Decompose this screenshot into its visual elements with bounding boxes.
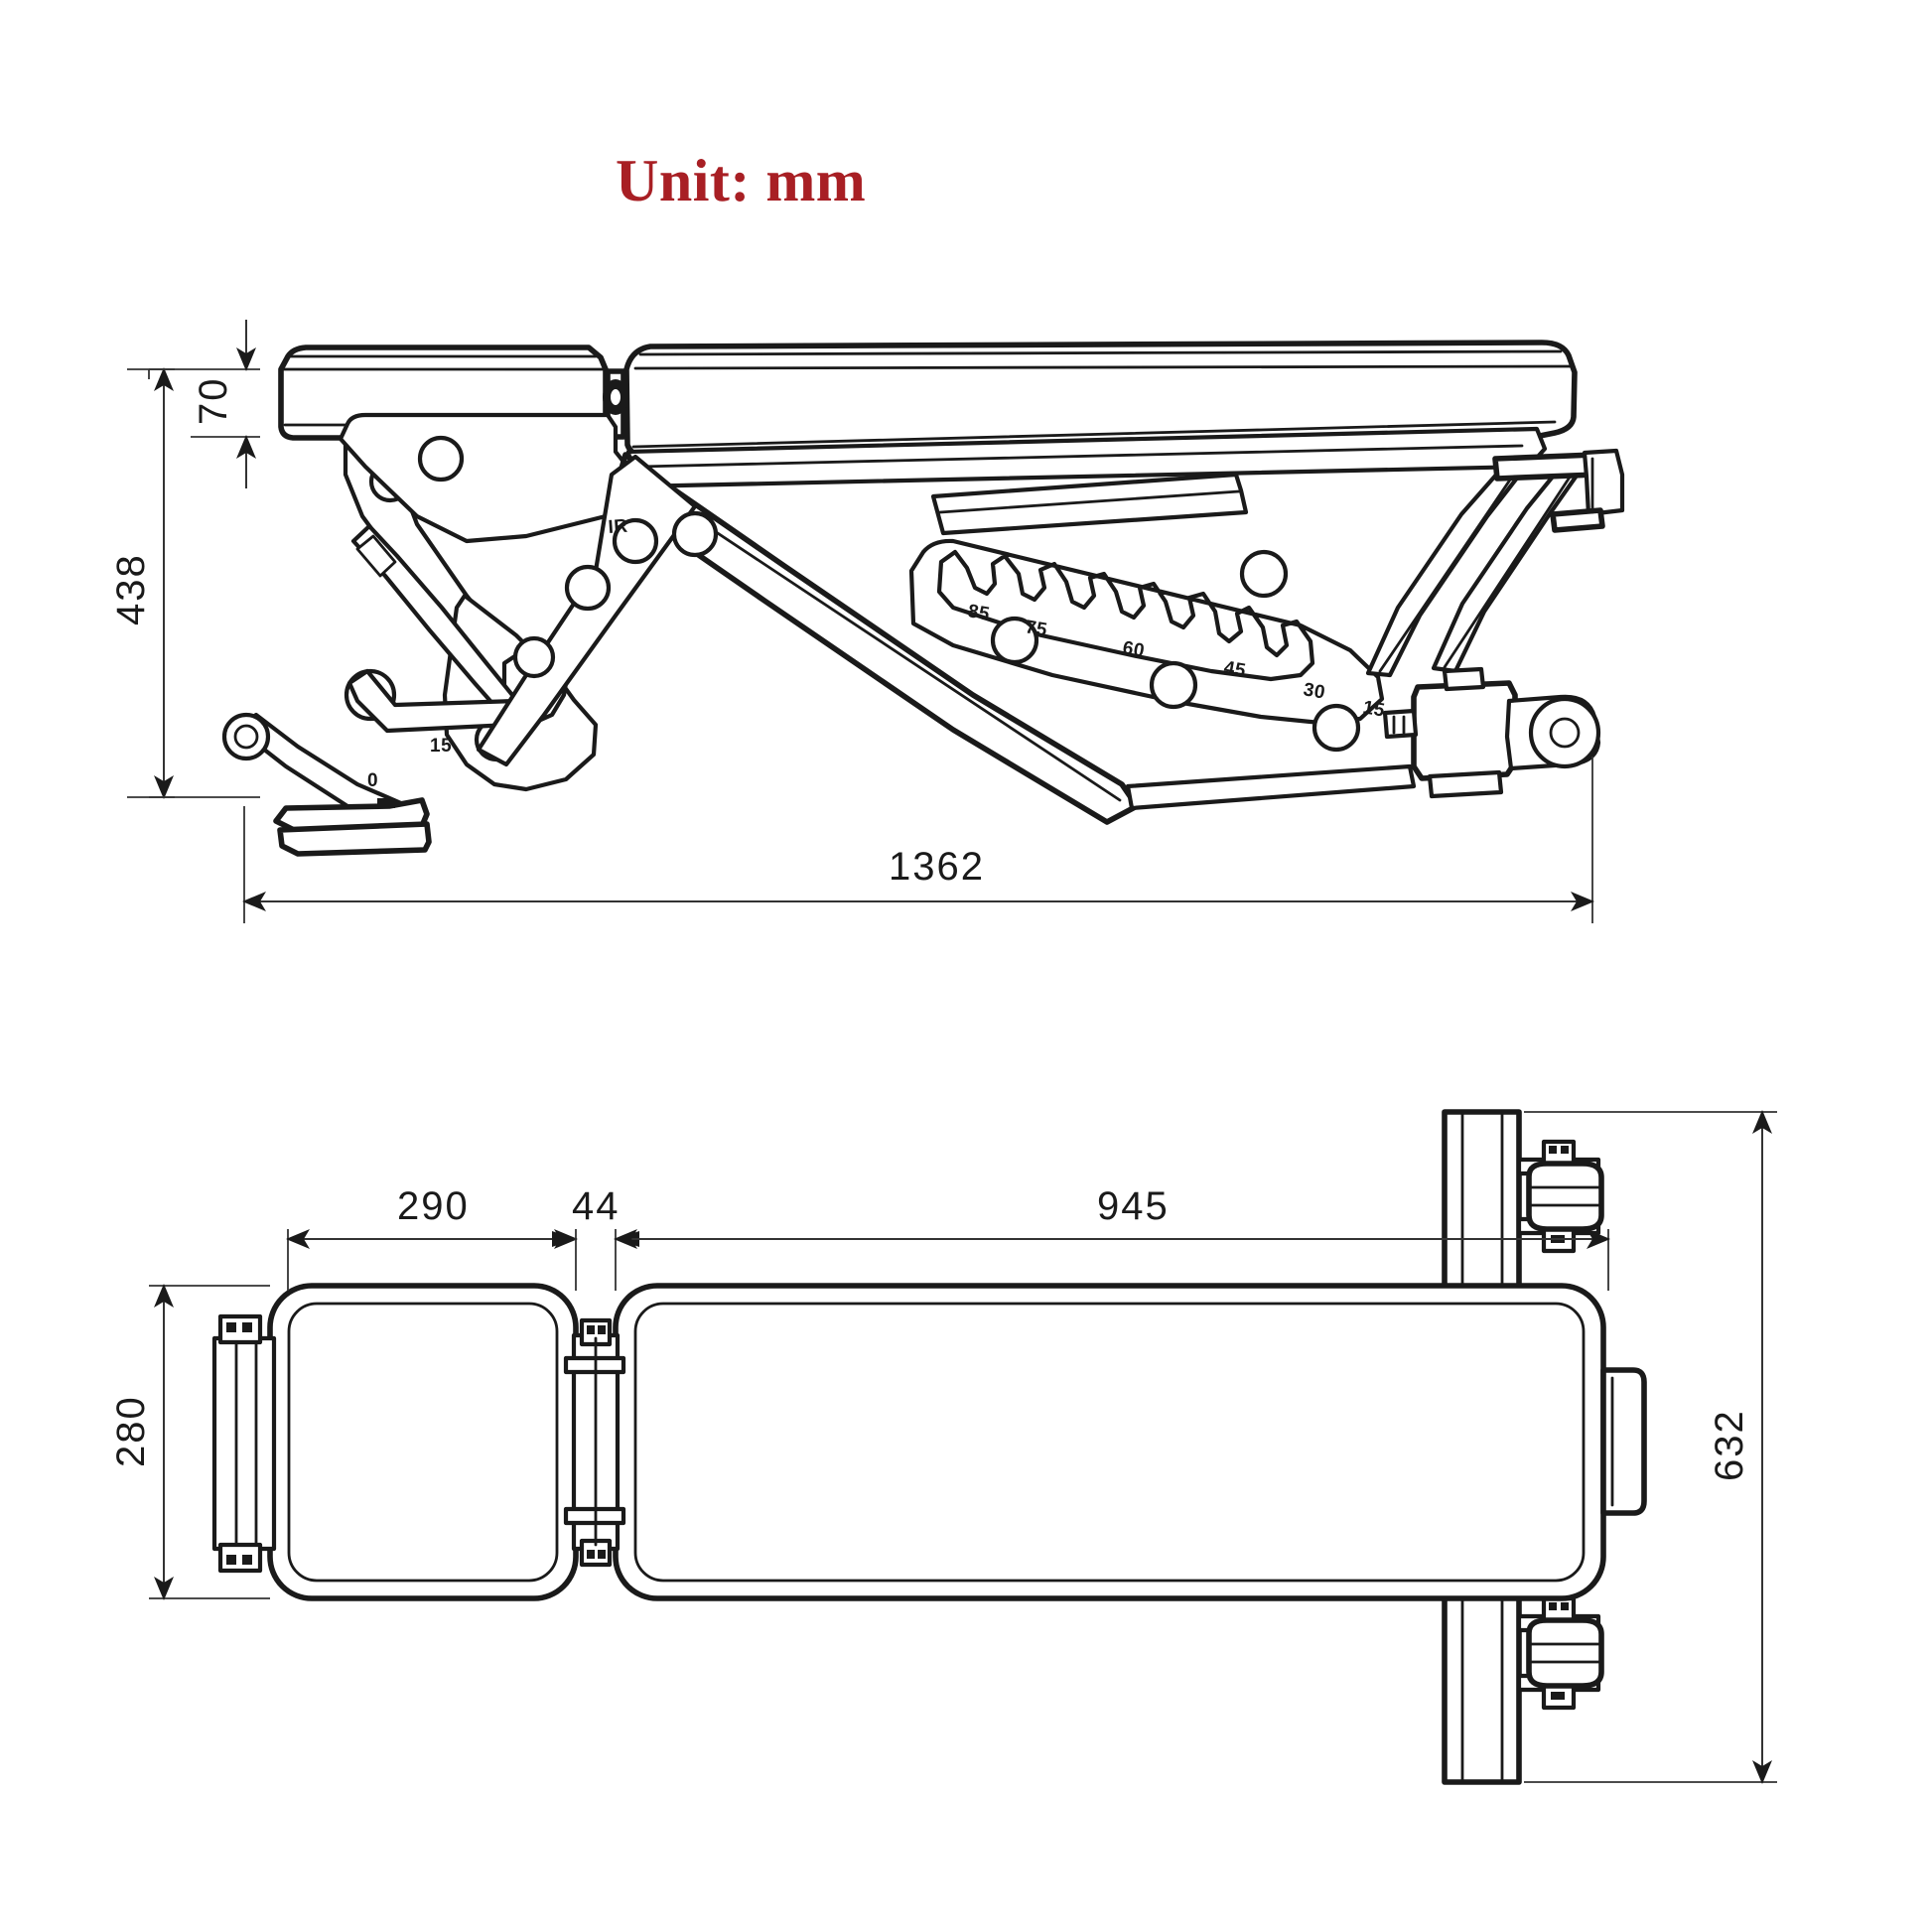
dim-label-632: 632: [1708, 1409, 1751, 1481]
dim-label-280: 280: [109, 1395, 153, 1467]
dim-label-438: 438: [109, 553, 153, 625]
backrest-angle-ladder: 85 75 60 45 30 15: [908, 538, 1387, 753]
center-brace-tube: [1125, 763, 1417, 811]
backrest-angle-label-30: 30: [1302, 679, 1326, 704]
rear-support-leg: [1365, 448, 1625, 678]
dim-label-70: 70: [192, 377, 235, 426]
rear-handle-plan: [1600, 1367, 1647, 1516]
side-elevation-view: 30 15 0 IR: [109, 320, 1625, 923]
backrest-pad-plan: [613, 1283, 1606, 1601]
front-foot-plan: [211, 1313, 277, 1574]
seat-pad-plan: [267, 1283, 579, 1601]
dim-label-44: 44: [572, 1184, 621, 1228]
unit-title: Unit: mm: [616, 148, 867, 213]
dim-label-290: 290: [397, 1184, 470, 1228]
backrest-angle-label-75: 75: [1024, 617, 1048, 641]
plan-top-view: 290 44 945 280 632: [109, 1109, 1777, 1785]
seat-angle-label-15: 15: [430, 736, 452, 757]
front-foot-base: [221, 712, 432, 857]
dim-label-1362: 1362: [889, 845, 985, 889]
caster-plan-upper: [1516, 1139, 1604, 1254]
backrest-angle-label-85: 85: [966, 601, 991, 625]
dim-label-945: 945: [1097, 1184, 1170, 1228]
seat-linkage-arm: [344, 523, 519, 734]
main-diagonal-frame: IR: [476, 452, 1140, 825]
seat-mount-plate: [338, 412, 638, 544]
brand-logo-badge: IR: [608, 516, 628, 538]
plan-view-dimensions: 290 44 945 280 632: [109, 1110, 1777, 1784]
backrest-angle-label-60: 60: [1121, 637, 1146, 662]
backrest-angle-label-45: 45: [1222, 657, 1247, 682]
pad-hinge-plan: [563, 1317, 626, 1568]
backrest-angle-label-15: 15: [1361, 697, 1386, 722]
seat-angle-label-0: 0: [367, 770, 378, 791]
caster-plan-lower: [1516, 1595, 1604, 1711]
rear-transport-wheel: [1382, 666, 1601, 799]
side-view-dimensions: 70 438 1362: [109, 320, 1594, 923]
